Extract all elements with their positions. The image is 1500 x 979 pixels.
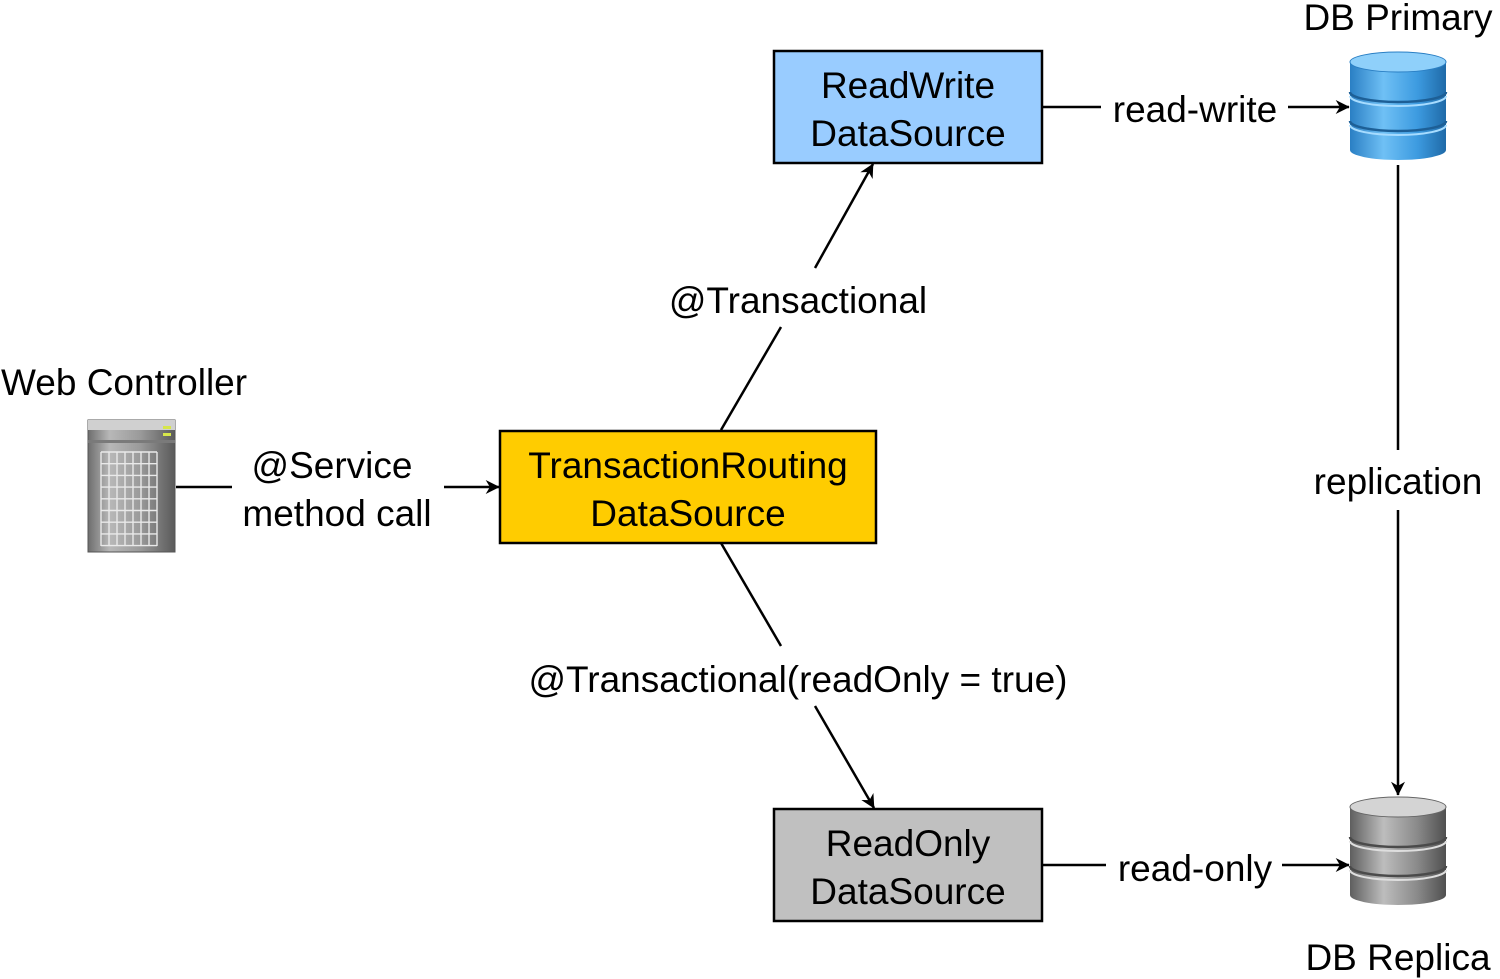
- edge-transactional-readonly-upper: [719, 542, 783, 647]
- transactional-label: @Transactional: [669, 280, 927, 321]
- edge-transactional-upper: [813, 163, 875, 269]
- read-only-label: read-only: [1118, 848, 1273, 889]
- service-call-label-line2: method call: [242, 493, 431, 534]
- transaction-routing-datasource-node: TransactionRouting DataSource: [498, 429, 878, 545]
- web-controller-label: Web Controller: [1, 362, 247, 403]
- routing-label-line1: TransactionRouting: [528, 445, 847, 486]
- readonly-label-line2: DataSource: [810, 871, 1005, 912]
- readonly-label-line1: ReadOnly: [826, 823, 991, 864]
- db-replica-label: DB Replica: [1305, 937, 1490, 978]
- readwrite-label-line2: DataSource: [810, 113, 1005, 154]
- routing-label-line2: DataSource: [590, 493, 785, 534]
- edge-transactional-lower: [719, 326, 783, 431]
- replication-label: replication: [1314, 461, 1483, 502]
- read-write-label: read-write: [1113, 89, 1278, 130]
- database-replica-icon: [1348, 796, 1448, 905]
- edge-transactional-readonly-lower: [813, 705, 876, 809]
- server-icon: [87, 419, 176, 553]
- readwrite-label-line1: ReadWrite: [821, 65, 995, 106]
- service-call-label-line1: @Service: [252, 445, 413, 486]
- transactional-readonly-label: @Transactional(readOnly = true): [529, 659, 1068, 700]
- db-primary-label: DB Primary: [1303, 0, 1493, 38]
- readonly-datasource-node: ReadOnly DataSource: [772, 807, 1044, 923]
- readwrite-datasource-node: ReadWrite DataSource: [772, 49, 1044, 165]
- database-primary-icon: [1348, 51, 1448, 160]
